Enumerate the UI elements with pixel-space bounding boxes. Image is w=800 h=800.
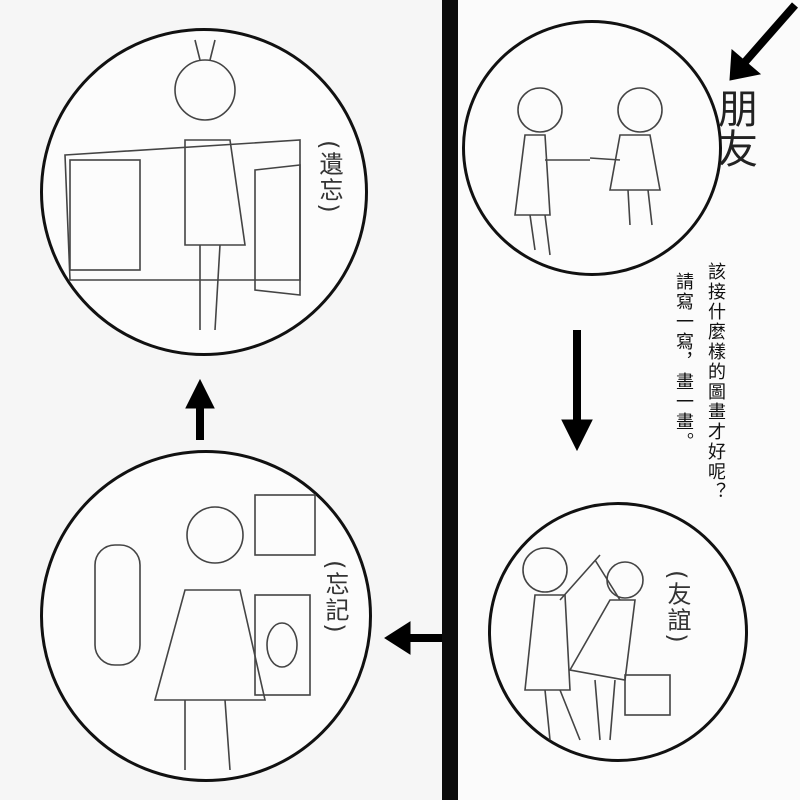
panel-top-right	[462, 20, 722, 276]
panel-label-bottom-left: (忘記)	[321, 560, 349, 635]
question-text: 該接什麼樣的圖畫才好呢？	[705, 262, 726, 502]
arrow-icon-left	[384, 621, 442, 655]
friend-label: 朋友	[711, 88, 757, 168]
friends-sketch-bottom-right	[522, 547, 671, 741]
panel-top-left	[40, 28, 368, 356]
girl-sketch-top-left	[64, 39, 301, 331]
arrow-icon-diagonal	[729, 2, 799, 81]
instruction-text: 請寫一寫，畫一畫。	[673, 272, 694, 452]
arrow-icon-down-right-page	[561, 330, 593, 452]
arrow-icon-up	[185, 378, 215, 440]
friends-sketch-top-right	[514, 87, 663, 256]
girl-sketch-bottom-left	[94, 494, 316, 771]
panel-label-top-left: (遺忘)	[315, 140, 343, 215]
panel-label-bottom-right: (友誼)	[663, 570, 691, 645]
book-spine	[442, 0, 458, 800]
